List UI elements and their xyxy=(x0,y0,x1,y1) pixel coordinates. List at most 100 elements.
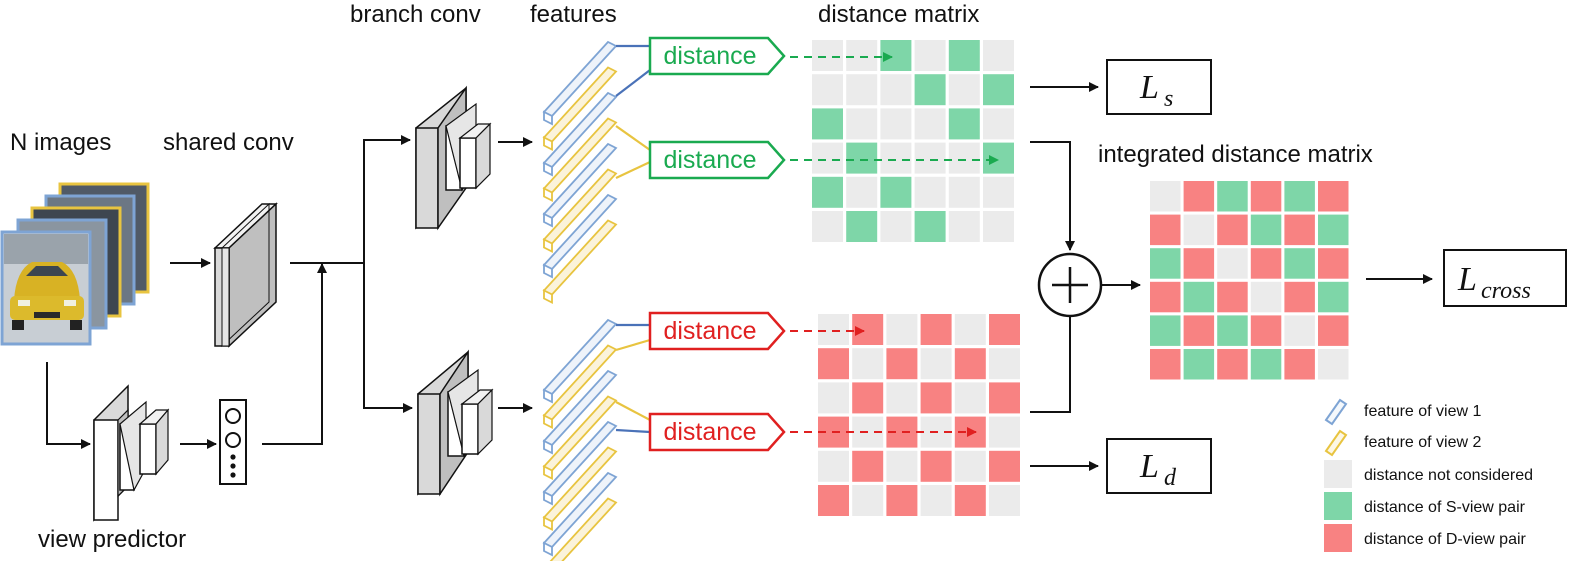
cell-s-view-pair xyxy=(1250,349,1282,380)
cell-d-view-pair xyxy=(886,348,918,380)
feature-view-2-bar xyxy=(542,219,618,304)
cell-not-considered xyxy=(954,314,986,345)
car-image xyxy=(0,230,92,346)
cell-d-view-pair xyxy=(954,485,986,516)
cell-d-view-pair xyxy=(989,314,1020,345)
cell-s-view-pair xyxy=(846,142,878,174)
cell-s-view-pair xyxy=(880,40,912,71)
cell-not-considered xyxy=(989,416,1020,448)
cell-not-considered xyxy=(886,314,918,345)
cell-d-view-pair xyxy=(852,382,884,414)
distance-box-top-2: distance xyxy=(648,140,786,180)
cell-s-view-pair xyxy=(812,176,843,208)
cell-d-view-pair xyxy=(1318,315,1349,346)
lcross-subscript: cross xyxy=(1481,278,1531,304)
cell-not-considered xyxy=(852,485,884,516)
feature-view-1-bar xyxy=(542,369,618,455)
legend-item-view-2: feature of view 2 xyxy=(1324,429,1482,457)
cell-d-view-pair xyxy=(1250,315,1282,346)
cell-not-considered xyxy=(1250,281,1282,313)
cell-not-considered xyxy=(948,211,980,242)
feature-bars-top xyxy=(542,40,618,304)
branch-conv-top xyxy=(415,85,492,231)
cell-d-view-pair xyxy=(989,382,1020,414)
cell-not-considered xyxy=(886,450,918,482)
cell-not-considered xyxy=(983,108,1014,140)
cell-not-considered xyxy=(1217,248,1248,279)
cell-d-view-pair xyxy=(1183,248,1215,279)
loss-box-ls: L s xyxy=(1106,59,1212,115)
cell-s-view-pair xyxy=(914,211,946,242)
cell-not-considered xyxy=(954,382,986,414)
feature-view-1-bar xyxy=(542,142,618,228)
legend: feature of view 1 feature of view 2 dist… xyxy=(1324,398,1533,552)
feature-view-1-bar xyxy=(542,40,618,126)
cell-d-view-pair xyxy=(1217,281,1248,313)
cell-s-view-pair xyxy=(1250,214,1282,246)
cell-not-considered xyxy=(920,348,952,380)
cell-s-view-pair xyxy=(1183,349,1215,380)
cell-not-considered xyxy=(920,485,952,516)
feature-view-1-bar xyxy=(542,420,618,506)
cell-s-view-pair xyxy=(1150,248,1181,279)
cell-not-considered xyxy=(983,176,1014,208)
cell-d-view-pair xyxy=(1217,214,1248,246)
cell-d-view-pair xyxy=(920,382,952,414)
cell-not-considered xyxy=(818,314,849,345)
ld-subscript: d xyxy=(1164,465,1177,491)
cell-s-view-pair xyxy=(846,211,878,242)
cell-d-view-pair xyxy=(1250,248,1282,279)
distance-matrix-label: distance matrix xyxy=(818,1,979,28)
distance-box-bottom-2: distance xyxy=(648,412,786,452)
cell-s-view-pair xyxy=(983,142,1014,174)
cell-d-view-pair xyxy=(1217,349,1248,380)
cell-d-view-pair xyxy=(1284,349,1315,380)
feature-view-2-bar xyxy=(542,446,618,531)
cell-not-considered xyxy=(948,176,980,208)
legend-item-view-1: feature of view 1 xyxy=(1324,398,1482,426)
cell-not-considered xyxy=(1284,315,1315,346)
branch-conv-label: branch conv xyxy=(350,1,481,28)
cell-not-considered xyxy=(846,176,878,208)
cell-s-view-pair xyxy=(1183,281,1215,313)
legend-label: distance of D-view pair xyxy=(1364,531,1527,548)
distance-label: distance xyxy=(663,146,756,174)
feature-connectors xyxy=(615,44,651,434)
distance-box-top-1: distance xyxy=(648,36,786,76)
cell-d-view-pair xyxy=(989,450,1020,482)
loss-box-ld: L d xyxy=(1106,438,1212,494)
cell-d-view-pair xyxy=(852,314,884,345)
cell-d-view-pair xyxy=(920,314,952,345)
distance-label: distance xyxy=(663,317,756,345)
cell-s-view-pair xyxy=(983,74,1014,106)
cell-not-considered xyxy=(852,348,884,380)
cell-not-considered xyxy=(954,450,986,482)
cell-not-considered xyxy=(948,74,980,106)
cell-d-view-pair xyxy=(1318,248,1349,279)
feature-view-1-bar xyxy=(542,193,618,279)
cell-d-view-pair xyxy=(1183,181,1215,212)
feature-view-2-bar xyxy=(542,66,618,151)
cell-not-considered xyxy=(914,108,946,140)
feature-view-2-bar xyxy=(542,117,618,202)
feature-view-1-bar xyxy=(542,471,618,557)
ls-subscript: s xyxy=(1164,86,1173,112)
cell-d-view-pair xyxy=(1284,214,1315,246)
cell-d-view-pair xyxy=(920,450,952,482)
distance-arrows xyxy=(790,52,999,437)
cell-not-considered xyxy=(886,382,918,414)
feature-view-1-bar xyxy=(542,91,618,177)
cell-not-considered xyxy=(914,176,946,208)
cell-s-view-pair xyxy=(914,74,946,106)
cell-not-considered xyxy=(1150,181,1181,212)
cell-d-view-pair xyxy=(818,485,849,516)
cell-d-view-pair xyxy=(954,348,986,380)
legend-label: distance not considered xyxy=(1364,467,1533,484)
cell-not-considered xyxy=(989,485,1020,516)
lcross-symbol: L xyxy=(1457,261,1477,298)
input-image-stack xyxy=(0,182,150,346)
cell-d-view-pair xyxy=(818,348,849,380)
s-view-distance-matrix xyxy=(812,40,1014,242)
cell-not-considered xyxy=(812,211,843,242)
